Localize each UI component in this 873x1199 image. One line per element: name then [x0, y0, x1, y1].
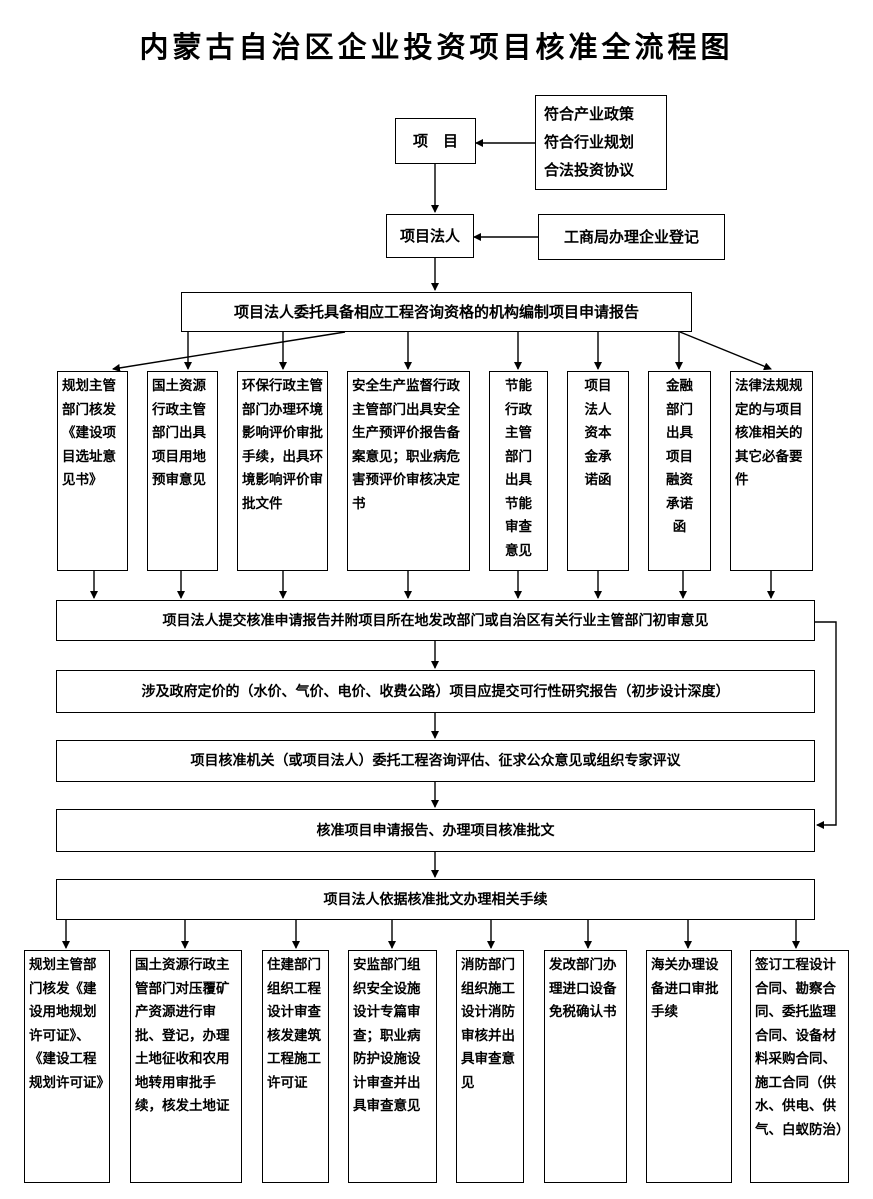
proc-safety-review: 安监部门组织安全设施设计专篇审查；职业病防护设施设计审查并出具审查意见 [348, 950, 437, 1183]
doc-financing-commitment: 金融 部门 出具 项目 融资 承诺 函 [648, 371, 711, 571]
node-legal-person: 项目法人 [386, 214, 474, 258]
step-feasibility-report: 涉及政府定价的（水价、气价、电价、收费公路）项目应提交可行性研究报告（初步设计深… [56, 670, 815, 713]
step-approval: 核准项目申请报告、办理项目核准批文 [56, 809, 815, 852]
node-application-report: 项目法人委托具备相应工程咨询资格的机构编制项目申请报告 [181, 292, 692, 332]
step-submit-application: 项目法人提交核准申请报告并附项目所在地发改部门或自治区有关行业主管部门初审意见 [56, 600, 815, 641]
arrow-bypass-step-1-to-4 [815, 621, 837, 829]
arrow-report-to-doc-8 [679, 331, 772, 371]
arrow-report-to-doc-1 [112, 331, 346, 372]
doc-site-selection: 规划主管部门核发《建设项目选址意见书》 [57, 371, 128, 571]
proc-customs: 海关办理设备进口审批手续 [646, 950, 732, 1183]
step-evaluation: 项目核准机关（或项目法人）委托工程咨询评估、征求公众意见或组织专家评议 [56, 740, 815, 782]
doc-energy-saving: 节能 行政 主管 部门 出具 节能 审查 意见 [489, 371, 548, 571]
step-follow-up: 项目法人依据核准批文办理相关手续 [56, 879, 815, 920]
doc-land-pre-review: 国土资源行政主管部门出具项目用地预审意见 [147, 371, 218, 571]
proc-import-tax: 发改部门办理进口设备免税确认书 [544, 950, 627, 1183]
doc-environmental-impact: 环保行政主管部门办理环境影响评价审批手续，出具环境影响评价审批文件 [237, 371, 328, 571]
doc-capital-commitment: 项目 法人 资本 金承 诺函 [567, 371, 629, 571]
proc-construction-permit: 住建部门组织工程设计审查核发建筑工程施工许可证 [262, 950, 329, 1183]
page-title: 内蒙古自治区企业投资项目核准全流程图 [139, 30, 734, 64]
doc-safety-production: 安全生产监督行政主管部门出具安全生产预评价报告备案意见；职业病危害预评价审核决定… [347, 371, 470, 571]
node-project: 项 目 [395, 118, 476, 164]
proc-land-resources: 国土资源行政主管部门对压覆矿产资源进行审批、登记，办理土地征收和农用地转用审批手… [130, 950, 242, 1183]
doc-other-requirements: 法律法规规定的与项目核准相关的其它必备要件 [730, 371, 813, 571]
proc-planning-permits: 规划主管部门核发《建设用地规划许可证》、《建设工程规划许可证》 [24, 950, 110, 1183]
proc-fire-review: 消防部门组织施工设计消防审核并出具审查意见 [456, 950, 524, 1183]
proc-contracts: 签订工程设计合同、勘察合同、委托监理合同、设备材料采购合同、施工合同（供水、供电… [750, 950, 850, 1183]
node-conditions: 符合产业政策 符合行业规划 合法投资协议 [535, 95, 667, 190]
node-registration: 工商局办理企业登记 [538, 214, 725, 260]
